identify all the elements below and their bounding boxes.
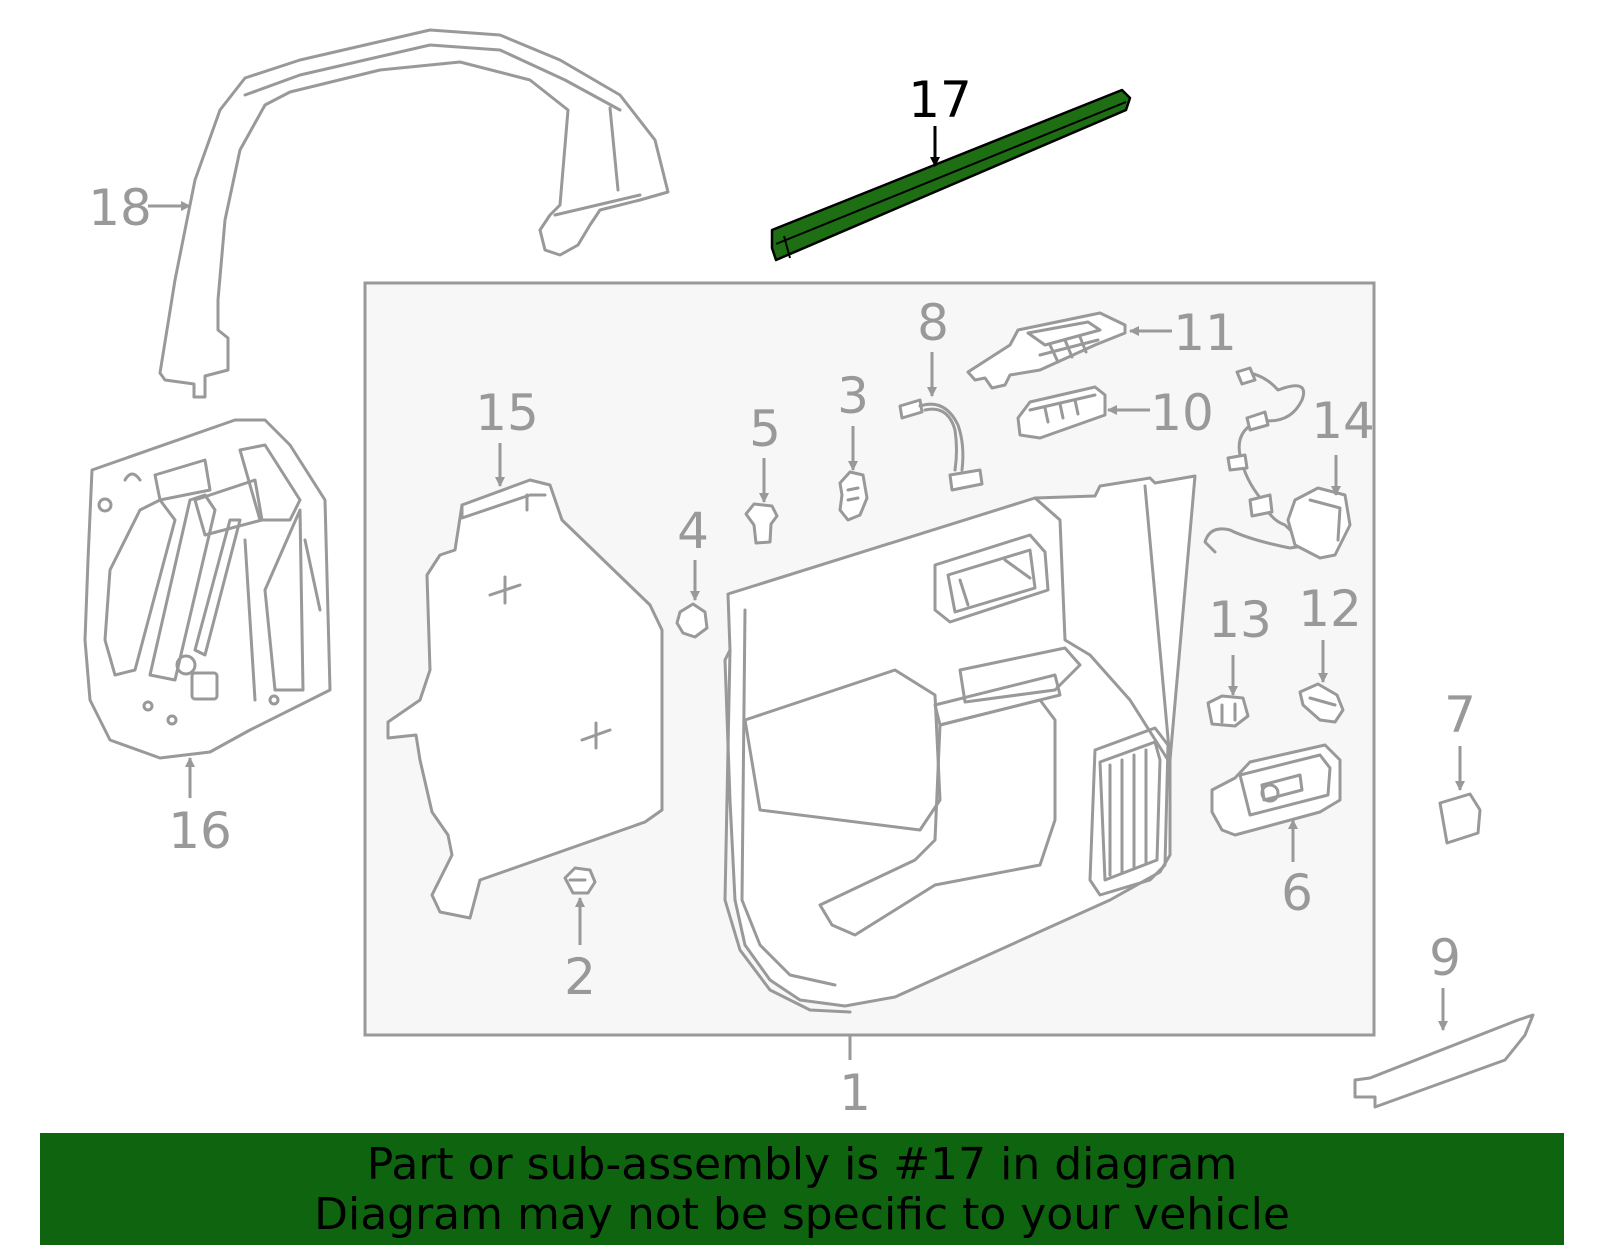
part-9-molding[interactable] — [1353, 1013, 1535, 1109]
part-7-cap[interactable] — [1438, 792, 1482, 845]
part-15-insulator[interactable] — [386, 478, 664, 920]
callout-17[interactable]: 17 — [908, 71, 972, 129]
callout-7[interactable]: 7 — [1444, 686, 1476, 744]
callout-8[interactable]: 8 — [917, 294, 949, 352]
part-5-retainer[interactable] — [744, 502, 779, 545]
callout-14[interactable]: 14 — [1311, 392, 1375, 450]
callout-1[interactable]: 1 — [839, 1064, 871, 1122]
callout-15[interactable]: 15 — [475, 384, 539, 442]
part-17-weatherstrip[interactable] — [770, 88, 1132, 262]
callout-6[interactable]: 6 — [1281, 864, 1313, 922]
part-13-connector[interactable] — [1206, 694, 1250, 728]
callout-12[interactable]: 12 — [1298, 580, 1362, 638]
part-1-trim-panel[interactable] — [723, 474, 1197, 1014]
part-8-harness[interactable] — [898, 398, 984, 492]
part-11-switch-bezel[interactable] — [966, 311, 1127, 390]
part-4-nut[interactable] — [675, 602, 709, 639]
callout-2[interactable]: 2 — [564, 948, 596, 1006]
callout-4[interactable]: 4 — [677, 502, 709, 560]
part-18-frame-molding[interactable] — [158, 28, 670, 399]
banner-line-1: Part or sub-assembly is #17 in diagram — [366, 1139, 1238, 1190]
part-10-window-switch[interactable] — [1016, 385, 1107, 440]
banner-line-2: Diagram may not be specific to your vehi… — [314, 1189, 1290, 1240]
callout-13[interactable]: 13 — [1208, 591, 1272, 649]
part-16-inner-panel[interactable] — [83, 418, 332, 760]
info-banner: Part or sub-assembly is #17 in diagram D… — [40, 1133, 1564, 1245]
callout-10[interactable]: 10 — [1150, 384, 1214, 442]
callout-11[interactable]: 11 — [1173, 304, 1237, 362]
callout-5[interactable]: 5 — [749, 400, 781, 458]
callout-18[interactable]: 18 — [88, 179, 152, 237]
part-2-push-pin[interactable] — [563, 866, 597, 895]
part-3-clip[interactable] — [838, 470, 869, 522]
callout-9[interactable]: 9 — [1429, 929, 1461, 987]
callout-3[interactable]: 3 — [837, 367, 869, 425]
part-14-harness[interactable] — [1203, 366, 1352, 560]
callout-16[interactable]: 16 — [168, 802, 232, 860]
part-12-clip[interactable] — [1298, 682, 1345, 724]
part-6-inside-handle[interactable] — [1210, 743, 1342, 837]
